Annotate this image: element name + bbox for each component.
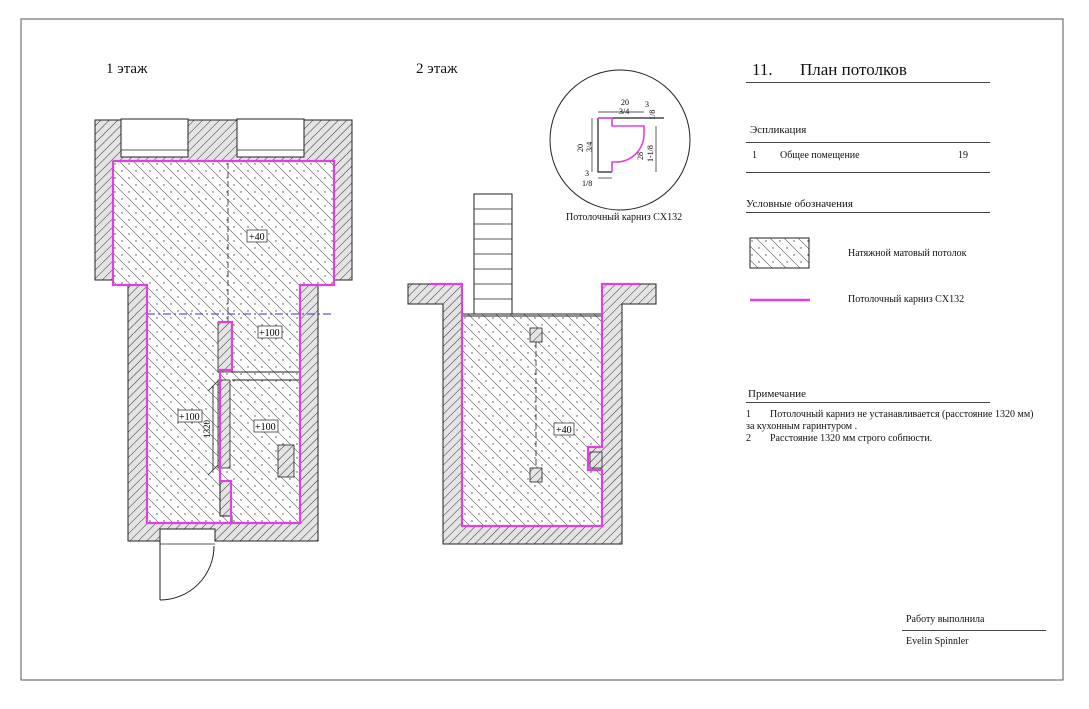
- signature-name: Evelin Spinnler: [906, 636, 969, 647]
- detail-dim-3: 1/8: [648, 110, 657, 120]
- title-rule: [746, 82, 990, 83]
- floor1-column: [277, 444, 295, 478]
- signature-rule: [902, 630, 1046, 631]
- signature-label: Работу выполнила: [906, 614, 985, 625]
- floor1-plan: [94, 118, 353, 601]
- detail-dim-7: 1-1/8: [646, 145, 655, 162]
- legend-item-hatch-label: Натяжной матовый потолок: [848, 248, 967, 259]
- detail-caption: Потолочный карниз CX132: [566, 212, 683, 223]
- explication-rule-bottom: [746, 172, 990, 173]
- floor1-door-swing: [159, 545, 215, 601]
- floor1-label-3: +100: [255, 422, 276, 433]
- floor1-cornice-left: [111, 161, 232, 525]
- floor1-cornice: [113, 159, 336, 525]
- legend-hatch-symbol: [749, 237, 810, 269]
- cornice-detail: 20 3/4 3 1/8 20 3/4 28 1-1/8 3 1/8: [549, 69, 691, 211]
- floor1-label-0: +40: [249, 232, 265, 243]
- detail-dim-9: 1/8: [582, 179, 592, 188]
- note-1-num: 1: [746, 409, 751, 420]
- explication-row-name: Общее помещение: [780, 150, 860, 161]
- legend-heading: Условные обозначения: [746, 198, 853, 210]
- notes-rule: [746, 402, 990, 403]
- detail-dim-5: 3/4: [585, 142, 594, 152]
- floor2-ceiling: [461, 313, 603, 527]
- floor2-stairs: [473, 193, 513, 317]
- detail-circle: [549, 69, 691, 211]
- explication-heading: Эспликация: [750, 124, 807, 136]
- note-2-num: 2: [746, 433, 751, 444]
- detail-dim-6: 28: [636, 152, 645, 160]
- floor1-partition-upper: [217, 321, 233, 373]
- note-1-cont: за кухонным гаринтуром .: [746, 421, 858, 432]
- floor1-dim-text: 1320: [202, 420, 212, 439]
- detail-dim-0: 20: [621, 98, 629, 107]
- notes-heading: Примечание: [748, 388, 806, 400]
- floor1-title: 1 этаж: [106, 61, 148, 77]
- detail-dim-2: 3: [645, 100, 649, 109]
- sheet-number: 11.: [752, 60, 773, 79]
- explication-row-num: 1: [752, 150, 757, 161]
- detail-dim-1: 3/4: [619, 107, 629, 116]
- floor1-window-left: [120, 118, 189, 158]
- sheet-border: [20, 18, 1064, 681]
- floor1-labels: +40 +100 +100 +100 1320: [177, 229, 283, 439]
- floor2-title: 2 этаж: [416, 61, 458, 77]
- detail-dim-4: 20: [576, 144, 585, 152]
- floor1-label-1: +100: [259, 328, 280, 339]
- legend-rule: [746, 212, 990, 213]
- sheet-title: План потолков: [800, 60, 907, 79]
- floor1-window-right: [236, 118, 305, 158]
- explication-rule-top: [746, 142, 990, 143]
- note-1-text: Потолочный карниз не устанавливается (ра…: [770, 409, 1034, 420]
- floor2-label-0: +40: [556, 425, 572, 436]
- legend-item-cornice-label: Потолочный карниз CX132: [848, 294, 965, 305]
- floor2-plan: +40: [407, 193, 657, 545]
- explication-row-area: 19: [958, 150, 968, 161]
- floor1-label-2: +100: [179, 412, 200, 423]
- floor2-column: [589, 451, 603, 469]
- floor2-cornice: [430, 282, 640, 528]
- detail-dim-8: 3: [585, 169, 589, 178]
- note-2-text: Расстояние 1320 мм строго собпюсти.: [770, 433, 933, 444]
